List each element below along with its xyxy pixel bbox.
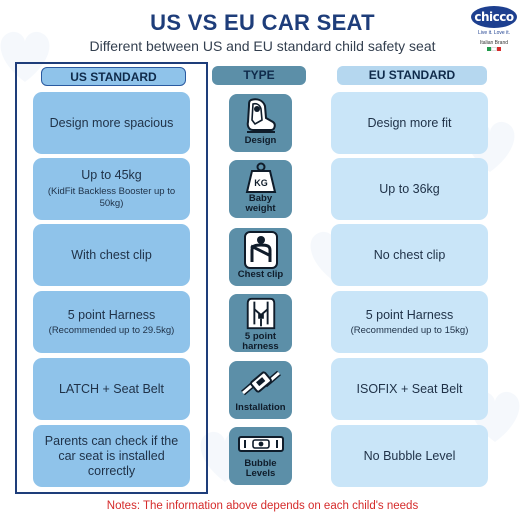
type-tile-baby-weight: KG Baby weight [229, 160, 292, 218]
eu-installation-cell: ISOFIX + Seat Belt [331, 358, 488, 420]
logo-italian-brand: Italian Brand [479, 40, 509, 46]
logo-tagline: Live it. Love it. [478, 30, 510, 36]
eu-design-cell: Design more fit [331, 92, 488, 154]
eu-chest-clip-cell: No chest clip [331, 224, 488, 286]
eu-standard-header: EU STANDARD [337, 66, 487, 85]
page-title: US VS EU CAR SEAT [150, 10, 375, 35]
svg-text:KG: KG [254, 178, 268, 188]
background-heart-icon [0, 31, 50, 82]
type-label-design: Design [244, 135, 277, 146]
type-label-chest-clip: Chest clip [237, 269, 284, 280]
type-label-installation: Installation [235, 402, 286, 413]
type-label-bubble-levels: Bubble Levels [244, 458, 277, 479]
eu-harness-cell: 5 point Harness (Recommended up to 15kg) [331, 291, 488, 353]
car-seat-icon [246, 98, 276, 133]
us-standard-header: US STANDARD [41, 67, 186, 86]
us-bubble-level-cell: Parents can check if the car seat is ins… [33, 425, 190, 487]
us-design-cell: Design more spacious [33, 92, 190, 154]
us-weight-cell: Up to 45kg (KidFit Backless Booster up t… [33, 158, 190, 220]
eu-bubble-level-cell: No Bubble Level [331, 425, 488, 487]
type-tile-design: Design [229, 94, 292, 152]
bubble-level-icon [237, 436, 284, 452]
us-installation-cell: LATCH + Seat Belt [33, 358, 190, 420]
us-standard-frame [15, 62, 208, 494]
type-tile-bubble-levels: Bubble Levels [229, 427, 292, 485]
us-harness-cell: 5 point Harness (Recommended up to 29.5k… [33, 291, 190, 353]
italian-flag-icon [487, 47, 501, 51]
harness-icon [246, 297, 275, 330]
type-label-baby-weight: Baby weight [245, 193, 276, 214]
page-subtitle: Different between US and EU standard chi… [89, 38, 436, 54]
chicco-logo: chicco Live it. Love it. Italian Brand [469, 6, 519, 58]
logo-brand: chicco [471, 6, 517, 28]
seat-belt-buckle-icon [240, 370, 281, 396]
type-label-harness: 5 point harness [242, 331, 279, 352]
footer-notes: Notes: The information above depends on … [106, 500, 419, 512]
chest-clip-icon [243, 231, 278, 269]
weight-icon: KG [245, 162, 276, 193]
type-tile-installation: Installation [229, 361, 292, 419]
type-tile-chest-clip: Chest clip [229, 228, 292, 286]
type-tile-harness: 5 point harness [229, 294, 292, 352]
eu-weight-cell: Up to 36kg [331, 158, 488, 220]
type-header: TYPE [212, 66, 306, 85]
us-chest-clip-cell: With chest clip [33, 224, 190, 286]
